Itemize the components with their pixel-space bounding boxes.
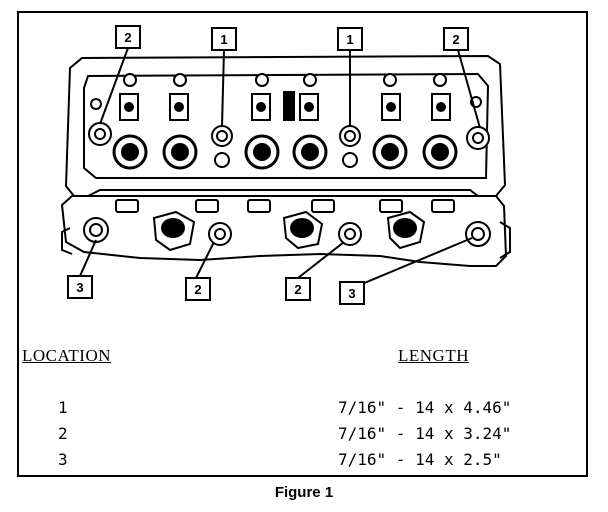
callout-label: 3 (348, 286, 355, 301)
callout-bottom-right: 3 (339, 281, 365, 305)
cylinder-head-outline (60, 54, 511, 267)
callout-top-mid-left: 1 (211, 27, 237, 51)
location-header: LOCATION (22, 346, 111, 365)
row-1-location: 1 (58, 398, 68, 417)
intake-ports (115, 199, 455, 213)
leader-lines (79, 47, 481, 285)
row-1-length: 7/16" - 14 x 4.46" (338, 398, 512, 417)
figure-frame (17, 11, 588, 477)
callout-label: 2 (452, 32, 459, 47)
row-3-length: 7/16" - 14 x 2.5" (338, 450, 502, 469)
row-2-location: 2 (58, 424, 68, 443)
row-2-length: 7/16" - 14 x 3.24" (338, 424, 512, 443)
lower-bolt-holes (83, 217, 491, 247)
callout-label: 1 (346, 32, 353, 47)
callout-top-right: 2 (443, 27, 469, 51)
length-header: LENGTH (398, 346, 469, 365)
callout-label: 2 (124, 30, 131, 45)
row-3-location: 3 (58, 450, 68, 469)
callout-label: 2 (294, 282, 301, 297)
upper-bolt-holes (88, 122, 490, 168)
callout-bottom-left: 3 (67, 275, 93, 299)
callout-bottom-mid-right: 2 (285, 277, 311, 301)
callout-label: 3 (76, 280, 83, 295)
figure-caption: Figure 1 (274, 484, 334, 501)
callout-top-left: 2 (115, 25, 141, 49)
rocker-guides (119, 91, 451, 121)
callout-top-mid-right: 1 (337, 27, 363, 51)
valve-seats (112, 134, 458, 170)
callouts: 2 1 1 2 3 2 2 3 (67, 25, 469, 305)
oil-holes (90, 73, 482, 110)
callout-label: 1 (220, 32, 227, 47)
callout-label: 2 (194, 282, 201, 297)
callout-bottom-mid-left: 2 (185, 277, 211, 301)
exhaust-ports (152, 210, 426, 252)
